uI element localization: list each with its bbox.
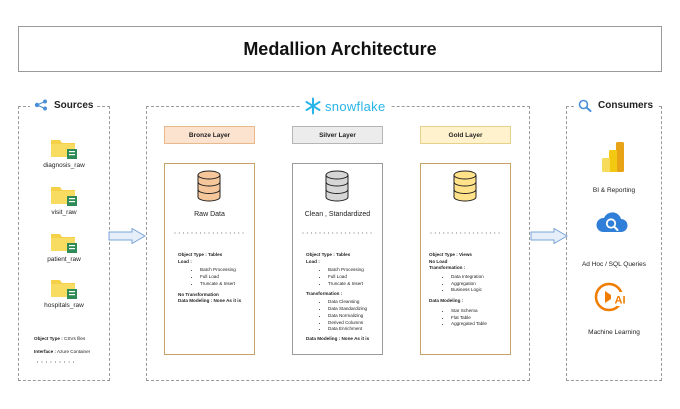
silver-layer-card bbox=[292, 163, 383, 355]
bronze-details: Object Type : Tables Load : Batch Proces… bbox=[178, 252, 254, 305]
list-item: Batch Processing bbox=[328, 267, 382, 274]
consumers-heading: Consumers bbox=[574, 99, 658, 112]
source-interface: Interface : Azure Container bbox=[34, 349, 91, 354]
gold-details: Object Type : Views No Load Transformati… bbox=[429, 252, 509, 328]
silver-load-label: Load : bbox=[306, 258, 320, 264]
csv-folder-icon bbox=[51, 187, 77, 206]
share-icon bbox=[34, 99, 47, 111]
silver-transformation-list: Data Cleansing Data Standardizing Data N… bbox=[306, 299, 382, 333]
list-item: Data Integration bbox=[451, 274, 509, 281]
database-icon bbox=[453, 170, 477, 202]
source-file-patient[interactable]: patient_raw bbox=[36, 230, 92, 263]
arrow-right-icon bbox=[530, 228, 568, 244]
bronze-load-label: Load : bbox=[178, 258, 192, 264]
gold-transformation-label: Transformation : bbox=[429, 265, 466, 271]
ai-icon: AI bbox=[594, 282, 629, 312]
gold-layer-header: Gold Layer bbox=[420, 126, 511, 144]
sources-heading-label: Sources bbox=[54, 99, 94, 111]
silver-data-modeling: Data Modeling : None As it is bbox=[306, 336, 370, 342]
list-item: Business Logic bbox=[451, 287, 509, 294]
list-item: Data Standardizing bbox=[328, 306, 382, 313]
list-item: Flat Table bbox=[451, 315, 509, 322]
bronze-load-list: Batch Processing Full Load Truncate & In… bbox=[178, 267, 254, 287]
cloud-search-icon bbox=[596, 212, 628, 232]
bronze-transformation: No Transformation bbox=[178, 291, 219, 297]
bronze-caption: Raw Data bbox=[194, 211, 225, 218]
power-bi-icon bbox=[602, 142, 624, 172]
title-box: Medallion Architecture bbox=[18, 26, 662, 72]
list-item: Aggregated Table bbox=[451, 321, 509, 328]
list-item: Full Load bbox=[200, 274, 254, 281]
silver-transformation-label: Transformation : bbox=[306, 290, 343, 296]
bronze-layer-header: Bronze Layer bbox=[164, 126, 255, 144]
database-icon bbox=[197, 170, 221, 202]
sources-heading: Sources bbox=[30, 99, 98, 111]
list-item: Star Schema bbox=[451, 308, 509, 315]
gold-load: No Load bbox=[429, 258, 448, 264]
source-object-type: Object Type : CSVs files bbox=[34, 336, 86, 341]
source-file-label: hospitals_raw bbox=[44, 302, 84, 309]
silver-load-list: Batch Processing Full Load Truncate & In… bbox=[306, 267, 382, 287]
list-item: Derived Columns bbox=[328, 320, 382, 327]
diagram-title: Medallion Architecture bbox=[243, 38, 437, 59]
source-file-diagnosis[interactable]: diagnosis_raw bbox=[36, 136, 92, 169]
silver-caption: Clean , Standardized bbox=[304, 211, 371, 218]
silver-details: Object Type : Tables Load : Batch Proces… bbox=[306, 252, 382, 343]
source-file-label: patient_raw bbox=[47, 256, 81, 263]
list-item: Truncate & Insert bbox=[200, 281, 254, 288]
arrow-right-icon bbox=[108, 228, 146, 244]
consumer-ml-label: Machine Learning bbox=[588, 329, 640, 336]
list-item: Aggregation bbox=[451, 281, 509, 288]
bronze-data-modeling: Data Modeling : None As it is bbox=[178, 298, 242, 304]
database-icon bbox=[325, 170, 349, 202]
snowflake-text: snowflake bbox=[325, 98, 386, 114]
gold-modeling-list: Star Schema Flat Table Aggregated Table bbox=[429, 308, 509, 328]
consumers-heading-label: Consumers bbox=[598, 100, 654, 111]
consumer-sql-label: Ad Hoc / SQL Queries bbox=[581, 261, 647, 268]
gold-layer-card bbox=[420, 163, 511, 355]
csv-folder-icon bbox=[51, 140, 77, 159]
search-icon bbox=[578, 99, 592, 112]
csv-folder-icon bbox=[51, 234, 77, 253]
gold-modeling-label: Data Modeling : bbox=[429, 298, 464, 304]
list-item: Data Enrichment bbox=[328, 326, 382, 333]
csv-folder-icon bbox=[51, 280, 77, 299]
bronze-dots: • • • • • • • • • • • • • • • • • bbox=[174, 231, 245, 235]
gold-transformation-list: Data Integration Aggregation Business Lo… bbox=[429, 274, 509, 294]
silver-dots: • • • • • • • • • • • • • • • • • bbox=[302, 231, 373, 235]
bronze-layer-card bbox=[164, 163, 255, 355]
list-item: Truncate & Insert bbox=[328, 281, 382, 288]
gold-object-type: Object Type : Views bbox=[429, 252, 472, 257]
snowflake-logo: snowflake bbox=[300, 97, 390, 115]
source-file-label: diagnosis_raw bbox=[43, 162, 85, 169]
bronze-object-type: Object Type : Tables bbox=[178, 252, 223, 257]
source-file-hospitals[interactable]: hospitals_raw bbox=[36, 276, 92, 309]
snowflake-icon bbox=[305, 97, 321, 115]
svg-text:AI: AI bbox=[615, 295, 626, 307]
list-item: Data Cleansing bbox=[328, 299, 382, 306]
consumer-bi-label: BI & Reporting bbox=[592, 187, 636, 194]
source-file-label: visit_raw bbox=[51, 209, 77, 216]
silver-layer-header: Silver Layer bbox=[292, 126, 383, 144]
list-item: Full Load bbox=[328, 274, 382, 281]
gold-dots: • • • • • • • • • • • • • • • • • bbox=[430, 231, 501, 235]
list-item: Data Normalizing bbox=[328, 313, 382, 320]
sources-dots: • • • • • • • • • bbox=[36, 359, 76, 364]
silver-object-type: Object Type : Tables bbox=[306, 252, 351, 257]
source-file-visit[interactable]: visit_raw bbox=[36, 183, 92, 216]
list-item: Batch Processing bbox=[200, 267, 254, 274]
